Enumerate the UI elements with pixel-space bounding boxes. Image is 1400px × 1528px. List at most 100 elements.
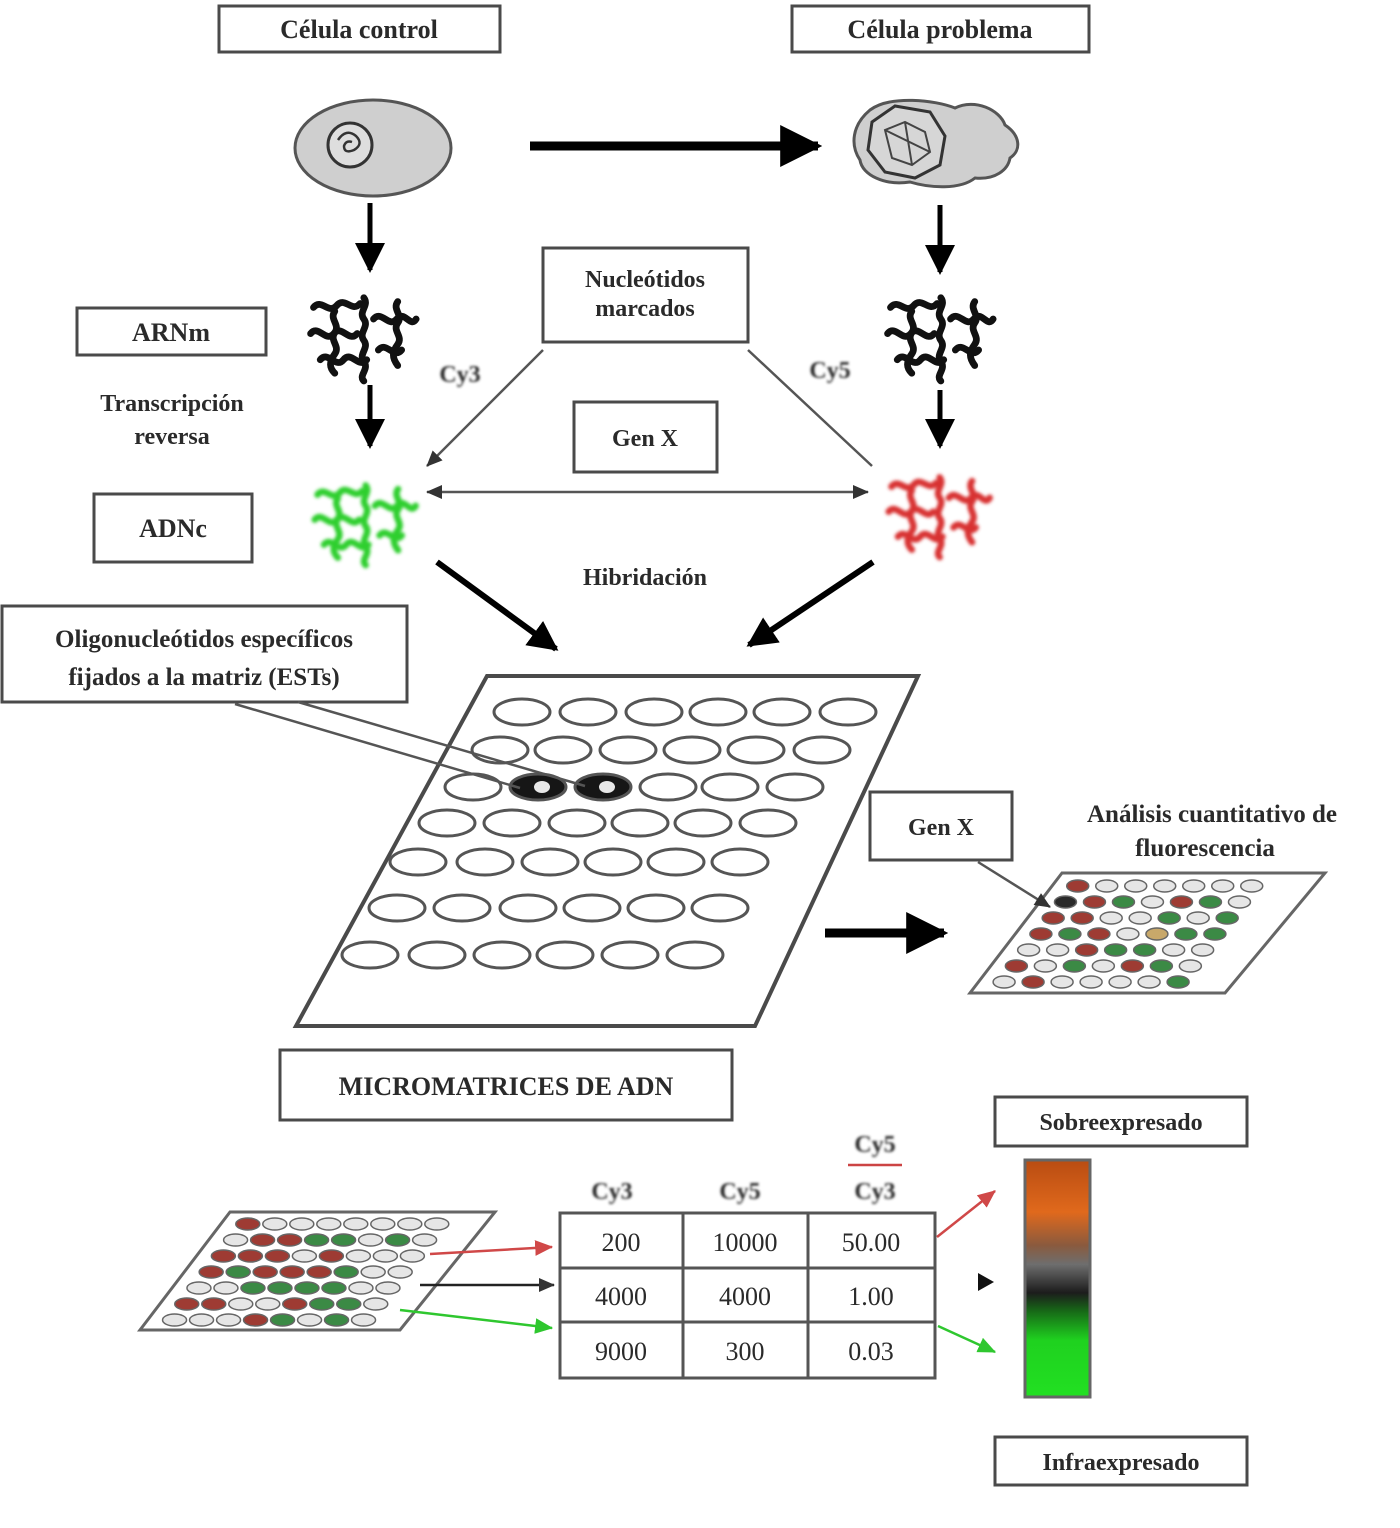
result-spot xyxy=(1140,895,1165,909)
result-spot xyxy=(1181,879,1206,893)
cdna-label-box: ADNc xyxy=(92,492,254,564)
microarray-spot xyxy=(610,808,670,838)
result-spot xyxy=(343,1217,369,1231)
ratio-numerator-label: Cy5 xyxy=(854,1132,895,1158)
microarray-spot xyxy=(662,735,722,765)
result-spot xyxy=(309,1297,335,1311)
microarray-spot xyxy=(407,940,467,970)
microarray-spot xyxy=(388,847,448,877)
control-cell-nucleus xyxy=(326,121,374,169)
result-spot xyxy=(1103,943,1128,957)
result-spot xyxy=(330,1233,357,1247)
result-spot xyxy=(1120,959,1145,973)
ratio-denominator-label: Cy3 xyxy=(854,1179,895,1205)
result-spot xyxy=(1099,911,1123,925)
result-spot xyxy=(1178,959,1203,973)
result-spot xyxy=(228,1297,254,1311)
result-spot xyxy=(1137,975,1161,989)
reverse-transcription-label-line1: Transcripción xyxy=(100,391,244,417)
result-spot xyxy=(1021,975,1045,989)
microarray-spot xyxy=(443,772,503,802)
hybridization-label: Hibridación xyxy=(583,565,707,591)
result-spot xyxy=(264,1249,291,1263)
microarray-spot xyxy=(520,847,580,877)
result-spot xyxy=(397,1217,423,1231)
spot-to-row1-arrow xyxy=(429,1240,554,1256)
control-cell-label: Célula control xyxy=(280,15,438,44)
microarray-spots xyxy=(340,697,878,970)
microarray-spot xyxy=(367,893,427,923)
microarray-spot xyxy=(533,735,593,765)
result-spot xyxy=(1210,879,1235,893)
result-spot xyxy=(370,1217,396,1231)
result-spot xyxy=(1091,959,1116,973)
result-spot xyxy=(1190,943,1215,957)
result-spot xyxy=(1239,879,1264,893)
result-spot xyxy=(387,1265,413,1279)
result-spot xyxy=(363,1297,389,1311)
result-spot xyxy=(399,1249,426,1263)
result-spot xyxy=(210,1249,237,1263)
table-cell: 200 xyxy=(602,1228,641,1257)
result-spot xyxy=(321,1281,347,1295)
microarray-spot xyxy=(665,940,725,970)
result-spot xyxy=(1074,943,1099,957)
microarray-spot xyxy=(690,893,750,923)
result-spot xyxy=(306,1265,332,1279)
oligonucleotides-box: Oligonucleótidos específicos fijados a l… xyxy=(0,604,409,704)
control-mrna-strands xyxy=(311,298,417,381)
microarray-spot xyxy=(638,772,698,802)
table-cell: 300 xyxy=(726,1337,765,1366)
result-spot xyxy=(333,1265,359,1279)
microarray-spot xyxy=(470,735,530,765)
result-spot xyxy=(161,1313,188,1327)
result-spot xyxy=(222,1233,249,1247)
table-header-cy3: Cy3 xyxy=(591,1179,632,1205)
result-spot xyxy=(215,1313,242,1327)
problem-cell xyxy=(852,98,1020,189)
microarray-spot xyxy=(646,847,706,877)
result-spot xyxy=(1108,975,1132,989)
result-spot xyxy=(213,1281,239,1295)
problem-cell-label-box: Célula problema xyxy=(790,4,1091,54)
problem-cell-nucleus xyxy=(866,104,947,180)
scanned-array-spots xyxy=(161,1217,450,1327)
result-spot xyxy=(1004,959,1029,973)
result-spot xyxy=(348,1281,374,1295)
microarray-spot xyxy=(818,697,878,727)
table-cell: 50.00 xyxy=(842,1228,901,1257)
result-spot xyxy=(225,1265,251,1279)
microarray-spot xyxy=(472,940,532,970)
result-spot xyxy=(323,1313,350,1327)
control-to-array-arrow xyxy=(435,559,559,652)
intensity-table: 200 10000 50.00 4000 4000 1.00 9000 300 … xyxy=(558,1211,937,1380)
row2-to-scale-pointer xyxy=(978,1273,994,1291)
microarray-spot xyxy=(710,847,770,877)
result-spot xyxy=(198,1265,224,1279)
result-spot xyxy=(276,1233,303,1247)
microarray-title: MICROMATRICES DE ADN xyxy=(339,1072,674,1101)
problem-cdna-strands-red xyxy=(889,477,990,557)
mrna-label-box: ARNm xyxy=(75,306,268,357)
result-spot xyxy=(1227,895,1252,909)
result-spot xyxy=(1041,911,1065,925)
result-spot xyxy=(384,1233,411,1247)
problem-to-array-arrow xyxy=(746,559,875,648)
table-cell: 4000 xyxy=(719,1282,771,1311)
result-spot xyxy=(336,1297,362,1311)
microarray-spot xyxy=(700,772,760,802)
oligo-pointer-line-2 xyxy=(297,700,586,788)
microarray-spot xyxy=(482,808,542,838)
result-spot xyxy=(1174,927,1198,941)
result-spot xyxy=(252,1265,278,1279)
control-cell xyxy=(293,98,453,198)
overexpressed-box: Sobreexpresado xyxy=(993,1095,1249,1148)
result-spot xyxy=(240,1281,266,1295)
result-spot xyxy=(1166,975,1190,989)
microarray-spot xyxy=(738,808,798,838)
result-spot xyxy=(1111,895,1136,909)
result-spot xyxy=(1152,879,1177,893)
problem-cell-label: Célula problema xyxy=(847,15,1032,44)
result-spot xyxy=(294,1281,320,1295)
result-spot xyxy=(282,1297,308,1311)
